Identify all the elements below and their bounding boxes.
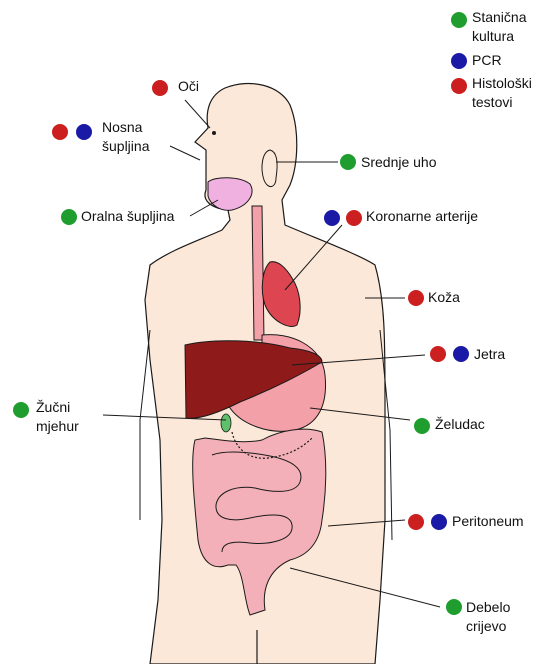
nosna-dot-red xyxy=(52,124,68,140)
label-koza: Koža xyxy=(428,288,460,307)
gallbladder xyxy=(221,414,231,432)
label-oralna-supljina: Oralna šupljina xyxy=(81,207,174,226)
eye xyxy=(212,131,216,135)
ear xyxy=(262,150,277,187)
label-peritoneum: Peritoneum xyxy=(452,512,524,531)
arm-line-left xyxy=(140,330,150,520)
oci-dot-red xyxy=(152,80,168,96)
debelo-dot-green xyxy=(446,599,462,615)
leader-oci xyxy=(185,100,210,128)
zeludac-dot-green xyxy=(414,418,430,434)
koronarne-dot-red xyxy=(346,210,362,226)
oralna-dot-green xyxy=(61,209,77,225)
legend-dot-blue xyxy=(451,53,467,69)
legend-dot-red xyxy=(451,78,467,94)
legend-dot-green xyxy=(451,12,467,28)
leader-nosna xyxy=(170,146,200,160)
label-zeludac: Želudac xyxy=(435,415,485,434)
label-koronarne-arterije: Koronarne arterije xyxy=(366,207,478,226)
legend-label-stanicna-kultura: Stanična kultura xyxy=(472,8,542,46)
legend-label-histoloski: Histološki testovi xyxy=(472,74,542,112)
label-nosna-supljina: Nosna šupljina xyxy=(102,118,172,156)
jetra-dot-blue xyxy=(453,346,469,362)
label-srednje-uho: Srednje uho xyxy=(361,153,437,172)
leader-oralna xyxy=(190,200,218,216)
label-jetra: Jetra xyxy=(474,345,505,364)
label-debelo-crijevo: Debelo crijevo xyxy=(466,598,526,636)
esophagus xyxy=(252,206,264,340)
legend-label-pcr: PCR xyxy=(472,51,502,70)
peritoneum-dot-red xyxy=(408,514,424,530)
koza-dot-red xyxy=(408,290,424,306)
label-oci: Oči xyxy=(178,77,199,96)
peritoneum-dot-blue xyxy=(431,514,447,530)
koronarne-dot-blue xyxy=(324,210,340,226)
zucni-dot-green xyxy=(13,402,29,418)
jetra-dot-red xyxy=(430,346,446,362)
nosna-dot-blue xyxy=(76,124,92,140)
uho-dot-green xyxy=(340,154,356,170)
label-zucni-mjehur: Žučni mjehur xyxy=(36,398,106,436)
